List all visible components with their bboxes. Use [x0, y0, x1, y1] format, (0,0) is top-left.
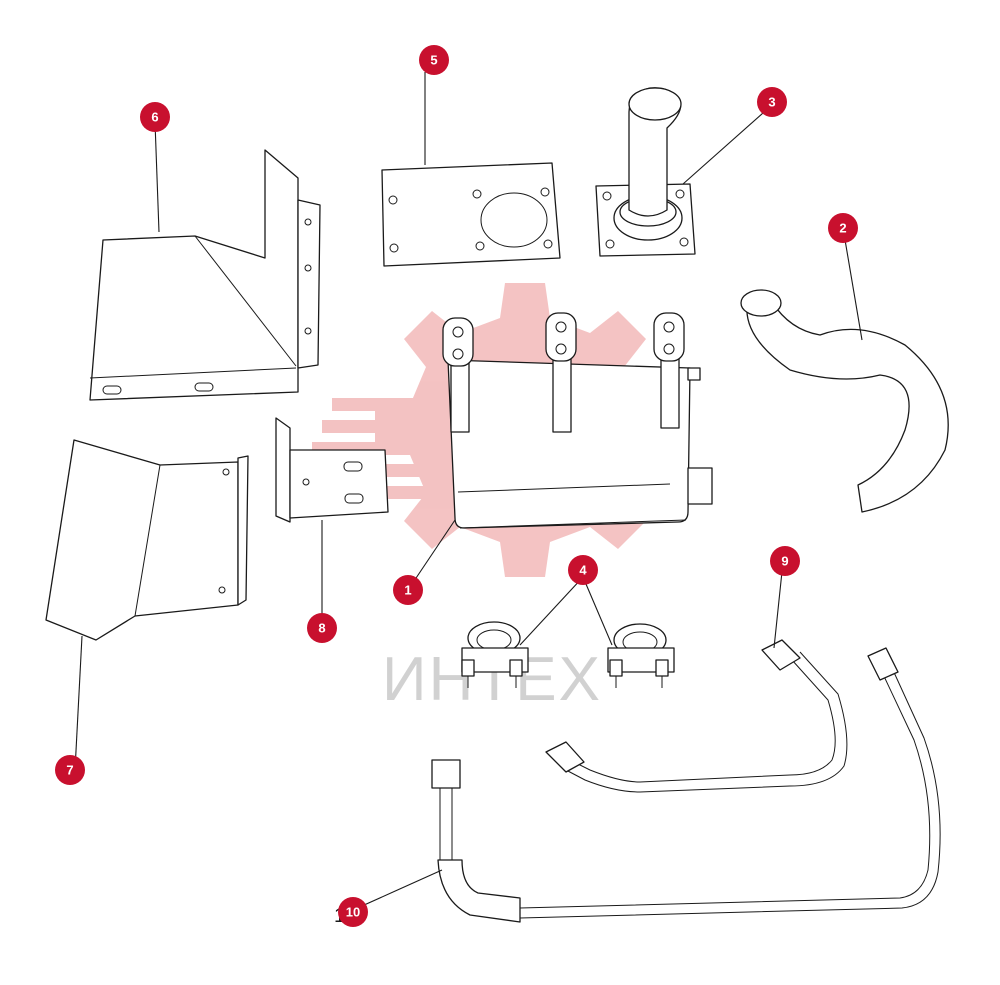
svg-text:4: 4: [579, 563, 587, 578]
svg-text:7: 7: [66, 763, 73, 778]
leader-lines: [74, 72, 863, 911]
callout-4: 4: [568, 555, 598, 585]
callout-7: 7: [55, 755, 85, 785]
callout-8: 8: [307, 613, 337, 643]
svg-text:8: 8: [318, 621, 325, 636]
part-8-small-bracket: [275, 417, 389, 523]
callout-5: 5: [419, 45, 449, 75]
callout-2: 2: [828, 213, 858, 243]
svg-text:10: 10: [346, 905, 360, 920]
clamp-right: [607, 623, 675, 688]
part-5-gasket-plate: [381, 162, 561, 267]
callout-1: 1: [393, 575, 423, 605]
clamp-left: [461, 621, 529, 688]
callout-9: 9: [770, 546, 800, 576]
part-10-long-pipe: [431, 647, 941, 923]
callout-3: 3: [757, 87, 787, 117]
callout-6: 6: [140, 102, 170, 132]
svg-text:5: 5: [430, 53, 437, 68]
part-7-sloped-bracket: [45, 439, 249, 641]
svg-text:1: 1: [404, 583, 411, 598]
callout-10: 10: [338, 897, 368, 927]
svg-text:6: 6: [151, 110, 158, 125]
part-9-bent-pipe: [545, 639, 848, 793]
svg-text:2: 2: [839, 221, 846, 236]
part-4-u-bolt-clamps: [461, 621, 675, 688]
svg-text:3: 3: [768, 95, 775, 110]
callouts: 1 2 3 4 5 6 7 8 9 10: [55, 45, 858, 927]
part-2-curved-hose: [740, 289, 949, 513]
svg-text:9: 9: [781, 554, 788, 569]
part-1-muffler: [442, 312, 713, 529]
part-3-exhaust-stack: [595, 87, 696, 257]
part-6-angle-bracket: [89, 149, 321, 401]
